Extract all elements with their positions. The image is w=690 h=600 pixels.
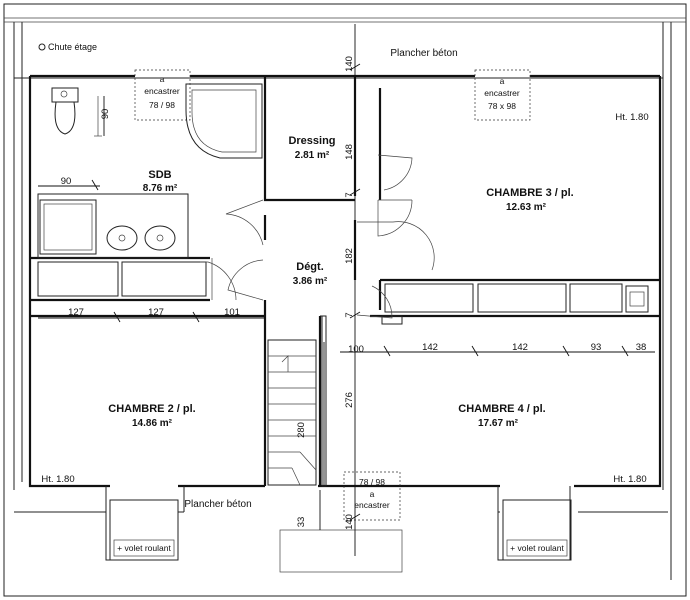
height-left-bottom: Ht. 1.80 xyxy=(41,474,74,485)
volet-left-label: + volet roulant xyxy=(117,543,171,553)
dim-140-bottom: 140 xyxy=(344,514,355,530)
dim-100: 100 xyxy=(348,344,364,355)
dim-7-a: 7 xyxy=(344,192,355,197)
plancher-top-label: Plancher béton xyxy=(390,48,457,59)
dim-7-b: 7 xyxy=(344,312,355,317)
roof-window-2-line3: 78 x 98 xyxy=(488,101,516,111)
dim-38: 38 xyxy=(636,342,647,353)
roof-window-1-line2: encastrer xyxy=(144,86,180,96)
room-sdb-name: SDB xyxy=(148,169,171,181)
room-chambre3-name: CHAMBRE 3 / pl. xyxy=(486,187,573,199)
dim-148: 148 xyxy=(344,144,355,160)
roof-window-1: a encastrer 78 / 98 xyxy=(134,69,191,121)
volet-right-label: + volet roulant xyxy=(510,543,564,553)
dim-93: 93 xyxy=(591,342,602,353)
outer-walls xyxy=(28,74,662,488)
staircase xyxy=(267,315,327,487)
roof-window-3: 78 / 98 a encastrer xyxy=(343,471,401,521)
room-chambre4-name: CHAMBRE 4 / pl. xyxy=(458,403,545,415)
dormers xyxy=(14,486,668,573)
height-right-bottom: Ht. 1.80 xyxy=(613,474,646,485)
dim-127-a: 127 xyxy=(68,307,84,318)
dim-276: 276 xyxy=(344,392,355,408)
dim-101: 101 xyxy=(224,307,240,318)
dim-280: 280 xyxy=(296,422,307,438)
interior-walls xyxy=(30,76,660,486)
room-degt-name: Dégt. xyxy=(296,261,324,273)
roof-window-3-line1: 78 / 98 xyxy=(359,477,385,487)
room-chambre4-area: 17.67 m² xyxy=(478,418,519,429)
dim-90-vertical: 90 xyxy=(100,109,111,120)
dim-142-b: 142 xyxy=(512,342,528,353)
room-chambre2-name: CHAMBRE 2 / pl. xyxy=(108,403,195,415)
cabinets xyxy=(37,261,649,325)
roof-window-2: a encastrer 78 x 98 xyxy=(474,69,531,121)
roof-window-1-line1: a xyxy=(160,74,165,84)
dim-127-b: 127 xyxy=(148,307,164,318)
bathroom-fixtures xyxy=(37,83,263,259)
plancher-bottom-label: Plancher béton xyxy=(184,499,251,510)
height-right-top: Ht. 1.80 xyxy=(615,112,648,123)
roof-window-3-line2: a xyxy=(370,489,375,499)
room-sdb-area: 8.76 m² xyxy=(143,183,178,194)
sheet-frame xyxy=(3,3,687,597)
dim-182: 182 xyxy=(344,248,355,264)
room-chambre3-area: 12.63 m² xyxy=(506,202,547,213)
roof-window-2-line2: encastrer xyxy=(484,88,520,98)
roof-window-1-line3: 78 / 98 xyxy=(149,100,175,110)
roof-window-2-line1: a xyxy=(500,76,505,86)
chute-label: Chute étage xyxy=(48,42,97,52)
dim-90-horizontal: 90 xyxy=(61,176,72,187)
roof-window-3-line3: encastrer xyxy=(354,500,390,510)
dimension-values: 140 148 7 182 7 276 140 90 90 127 127 10… xyxy=(61,56,647,530)
dim-33: 33 xyxy=(296,517,307,528)
dim-142-a: 142 xyxy=(422,342,438,353)
dimension-lines xyxy=(38,24,655,556)
doors xyxy=(200,154,435,319)
room-chambre2-area: 14.86 m² xyxy=(132,418,173,429)
room-degt-area: 3.86 m² xyxy=(293,276,328,287)
room-dressing-area: 2.81 m² xyxy=(295,150,330,161)
room-dressing-name: Dressing xyxy=(288,135,335,147)
chute-marker-icon xyxy=(38,43,46,51)
dim-140-top: 140 xyxy=(344,56,355,72)
